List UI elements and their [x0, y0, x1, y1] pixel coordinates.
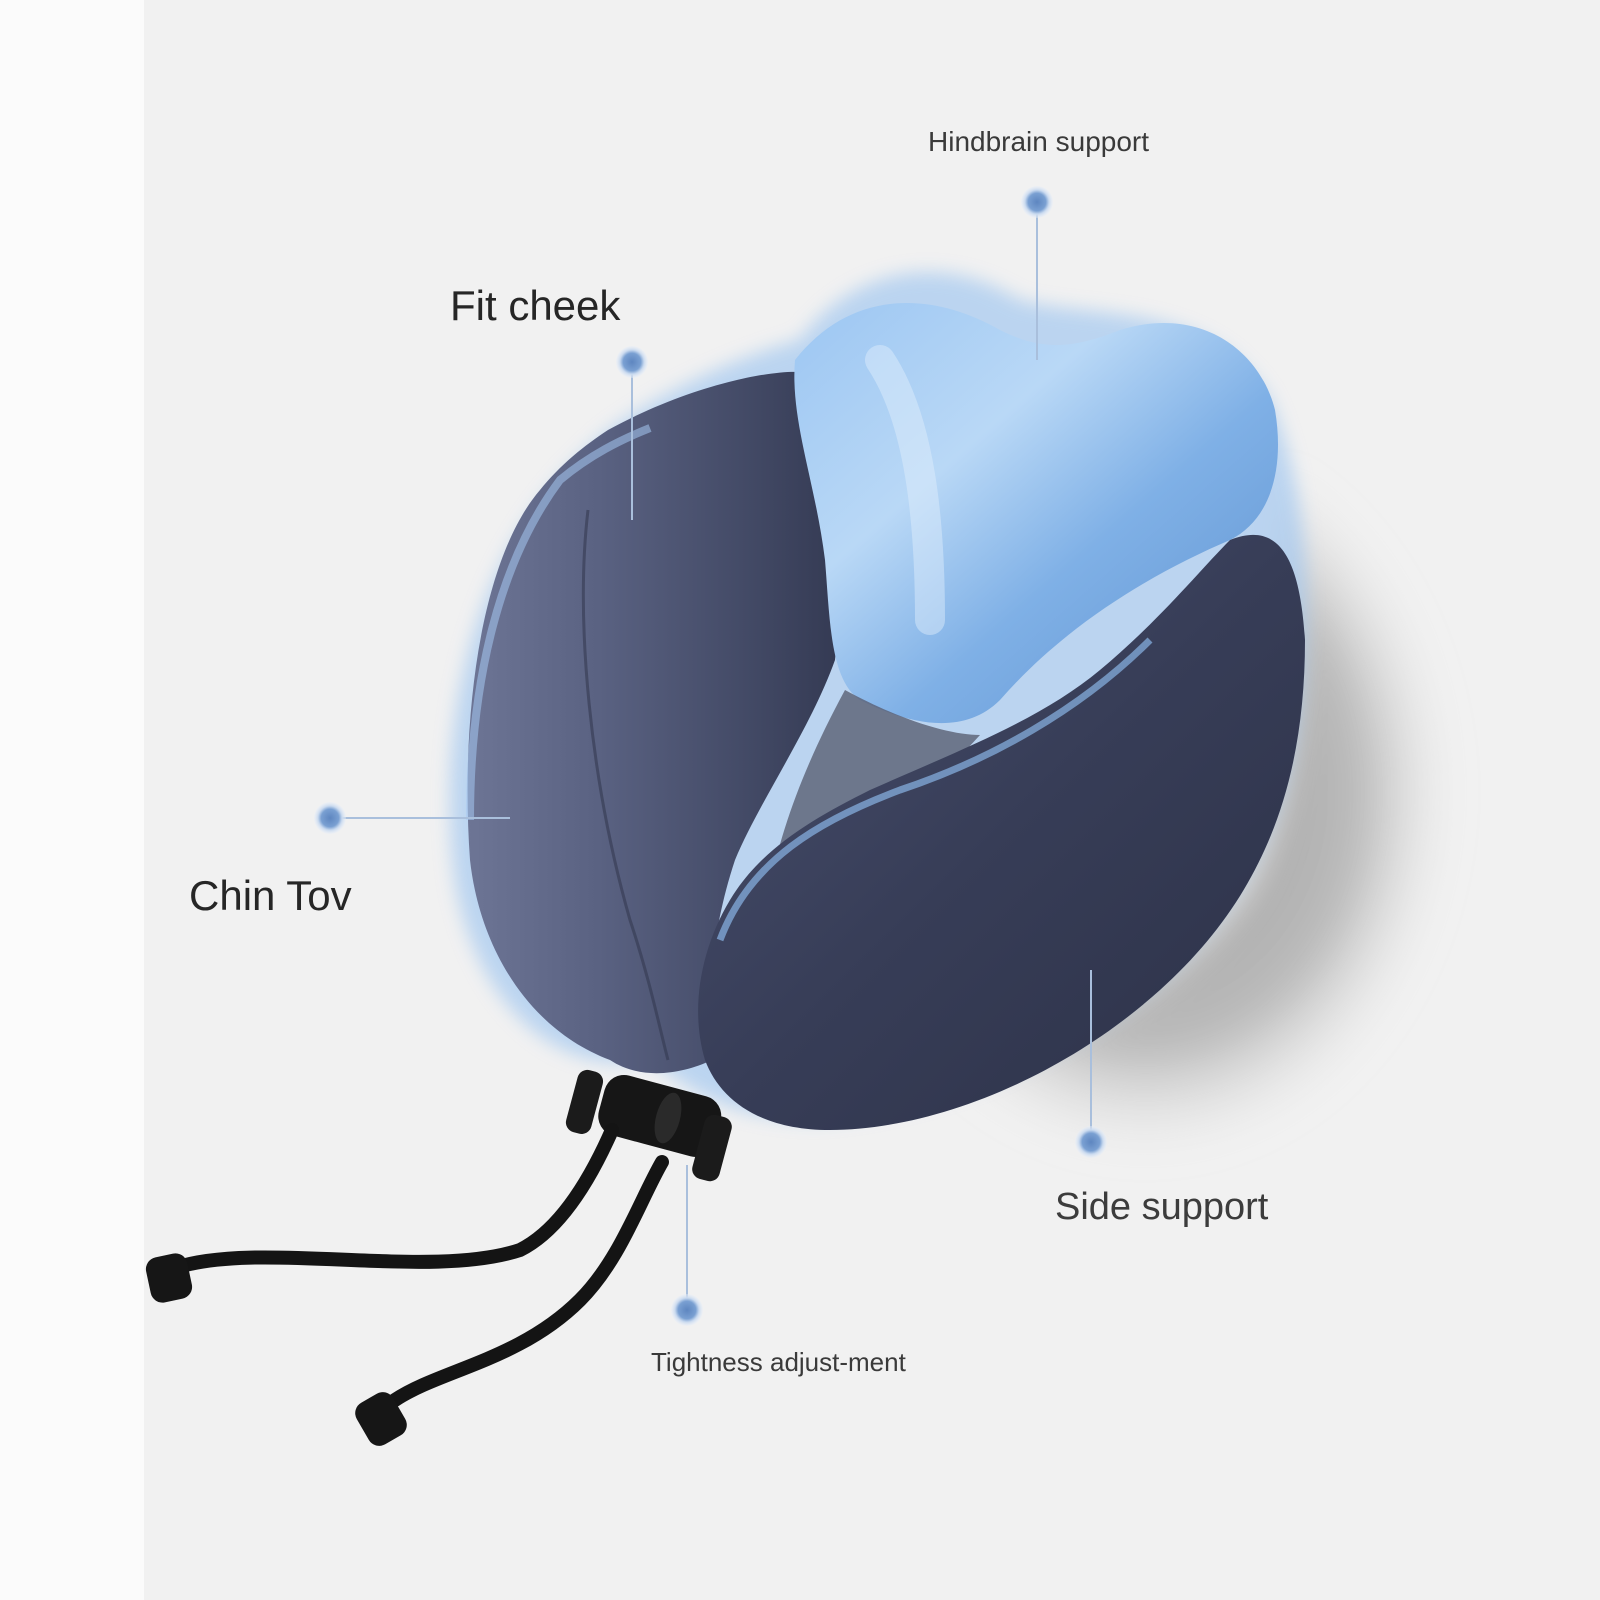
right-arm-glow-edge — [716, 637, 1153, 942]
hindbrain-support-label: Hindbrain support — [928, 126, 1150, 157]
cord-stopper-lower — [355, 1392, 407, 1446]
cord-stopper-upper — [145, 1253, 193, 1303]
tightness-adjustment-label: Tightness adjust-ment — [651, 1347, 906, 1377]
pillow-right-arm — [698, 534, 1305, 1130]
fit-cheek-label: Fit cheek — [450, 282, 621, 329]
left-arm-highlight — [466, 424, 652, 821]
chin-label: Chin Tov — [189, 872, 352, 919]
pillow-left-arm — [467, 371, 840, 1074]
fit-cheek-marker — [616, 346, 648, 378]
cord-lower — [388, 1155, 669, 1407]
pillow-center-hole — [760, 690, 980, 990]
side-marker — [1075, 1126, 1107, 1158]
cord-upper — [168, 1123, 619, 1275]
side-support-label: Side support — [1055, 1186, 1269, 1228]
toggle-adjuster — [565, 1069, 732, 1182]
pillow-inner-support — [794, 302, 1278, 724]
chin-marker — [314, 802, 346, 834]
hindbrain-marker — [1021, 186, 1053, 218]
inner-support-sheen — [865, 345, 945, 635]
tightness-marker — [671, 1294, 703, 1326]
left-arm-seam — [581, 509, 670, 1061]
left-margin-strip — [0, 0, 144, 1600]
